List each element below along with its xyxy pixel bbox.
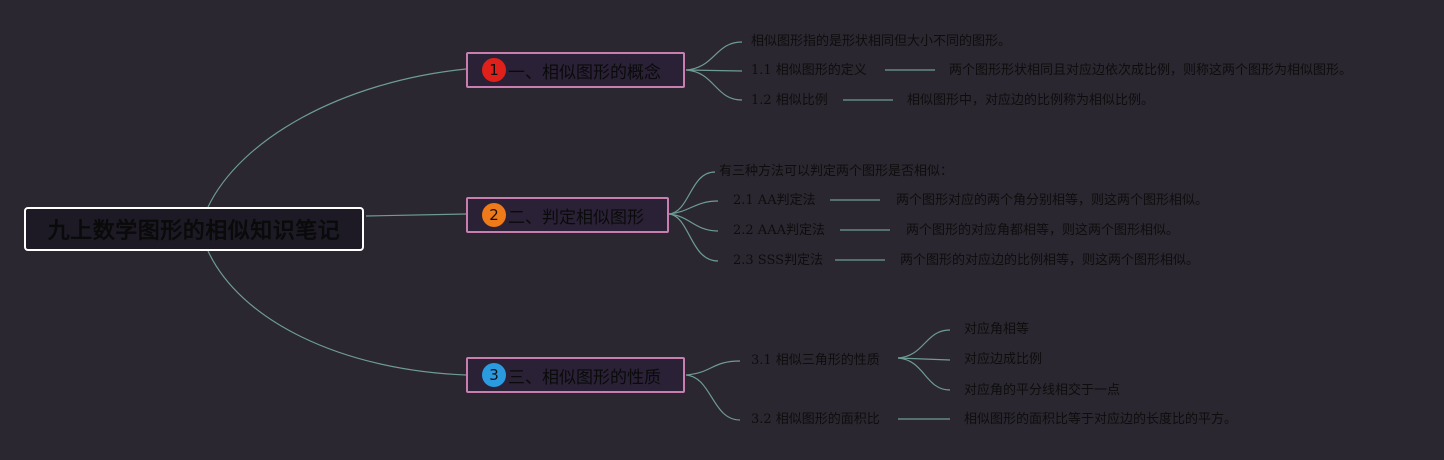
link-root-branch-2 [365,213,467,217]
leaf-subtopic[interactable]: 对应角的平分线相交于一点 [964,383,1121,398]
link-b3-item-0 [685,360,741,376]
root-title: 九上数学图形的相似知识笔记 [47,219,341,244]
leaf-topic[interactable]: 有三种方法可以判定两个图形是否相似： [719,164,954,179]
root-topic[interactable]: 九上数学图形的相似知识笔记 [24,207,364,251]
leaf-detail[interactable]: 相似图形的面积比等于对应边的长度比的平方。 [964,412,1238,427]
leaf-topic[interactable]: 2.2 AAA判定法 [733,223,825,238]
branch-topic-2[interactable]: 2 二、判定相似图形 [466,197,669,233]
link-b3-item-1 [685,374,741,421]
priority-2-icon: 2 [482,203,506,227]
leaf-detail[interactable]: 相似图形中，对应边的比例称为相似比例。 [907,93,1155,108]
leaf-detail[interactable]: 两个图形的对应边的比例相等，则这两个图形相似。 [900,253,1200,268]
leaf-topic[interactable]: 1.2 相似比例 [751,93,828,108]
leaf-subtopic[interactable]: 对应边成比例 [964,352,1043,367]
link-b3-sub-1 [897,357,951,361]
branch-label: 二、判定相似图形 [508,207,644,228]
link-root-branch-1 [207,68,467,208]
leaf-detail[interactable]: 两个图形形状相同且对应边依次成比例，则称这两个图形为相似图形。 [949,63,1353,78]
link-b1-item-2 [685,69,743,101]
leaf-detail[interactable]: 两个图形对应的两个角分别相等，则这两个图形相似。 [896,193,1209,208]
leaf-detail[interactable]: 两个图形的对应角都相等，则这两个图形相似。 [906,223,1180,238]
link-b3-sub-0 [897,329,951,359]
leaf-topic[interactable]: 2.1 AA判定法 [733,193,816,208]
branch-label: 三、相似图形的性质 [508,367,661,388]
branch-topic-3[interactable]: 3 三、相似图形的性质 [466,357,685,393]
link-b2-item-3 [668,213,719,262]
leaf-subtopic[interactable]: 对应角相等 [964,322,1030,337]
link-b2-item-1 [668,200,719,215]
link-b1-item-1 [685,69,743,72]
leaf-topic[interactable]: 3.1 相似三角形的性质 [751,353,880,368]
link-b3-sub-2 [897,357,951,391]
link-b2-item-0 [668,171,716,215]
link-root-branch-3 [207,250,467,376]
leaf-topic[interactable]: 2.3 SSS判定法 [733,253,824,268]
branch-topic-1[interactable]: 1 一、相似图形的概念 [466,52,685,88]
leaf-topic[interactable]: 1.1 相似图形的定义 [751,63,867,78]
leaf-topic[interactable]: 相似图形指的是形状相同但大小不同的图形。 [751,34,1012,49]
leaf-topic[interactable]: 3.2 相似图形的面积比 [751,412,880,427]
link-b1-item-0 [685,41,743,71]
branch-label: 一、相似图形的概念 [508,62,661,83]
priority-3-icon: 3 [482,363,506,387]
priority-1-icon: 1 [482,58,506,82]
